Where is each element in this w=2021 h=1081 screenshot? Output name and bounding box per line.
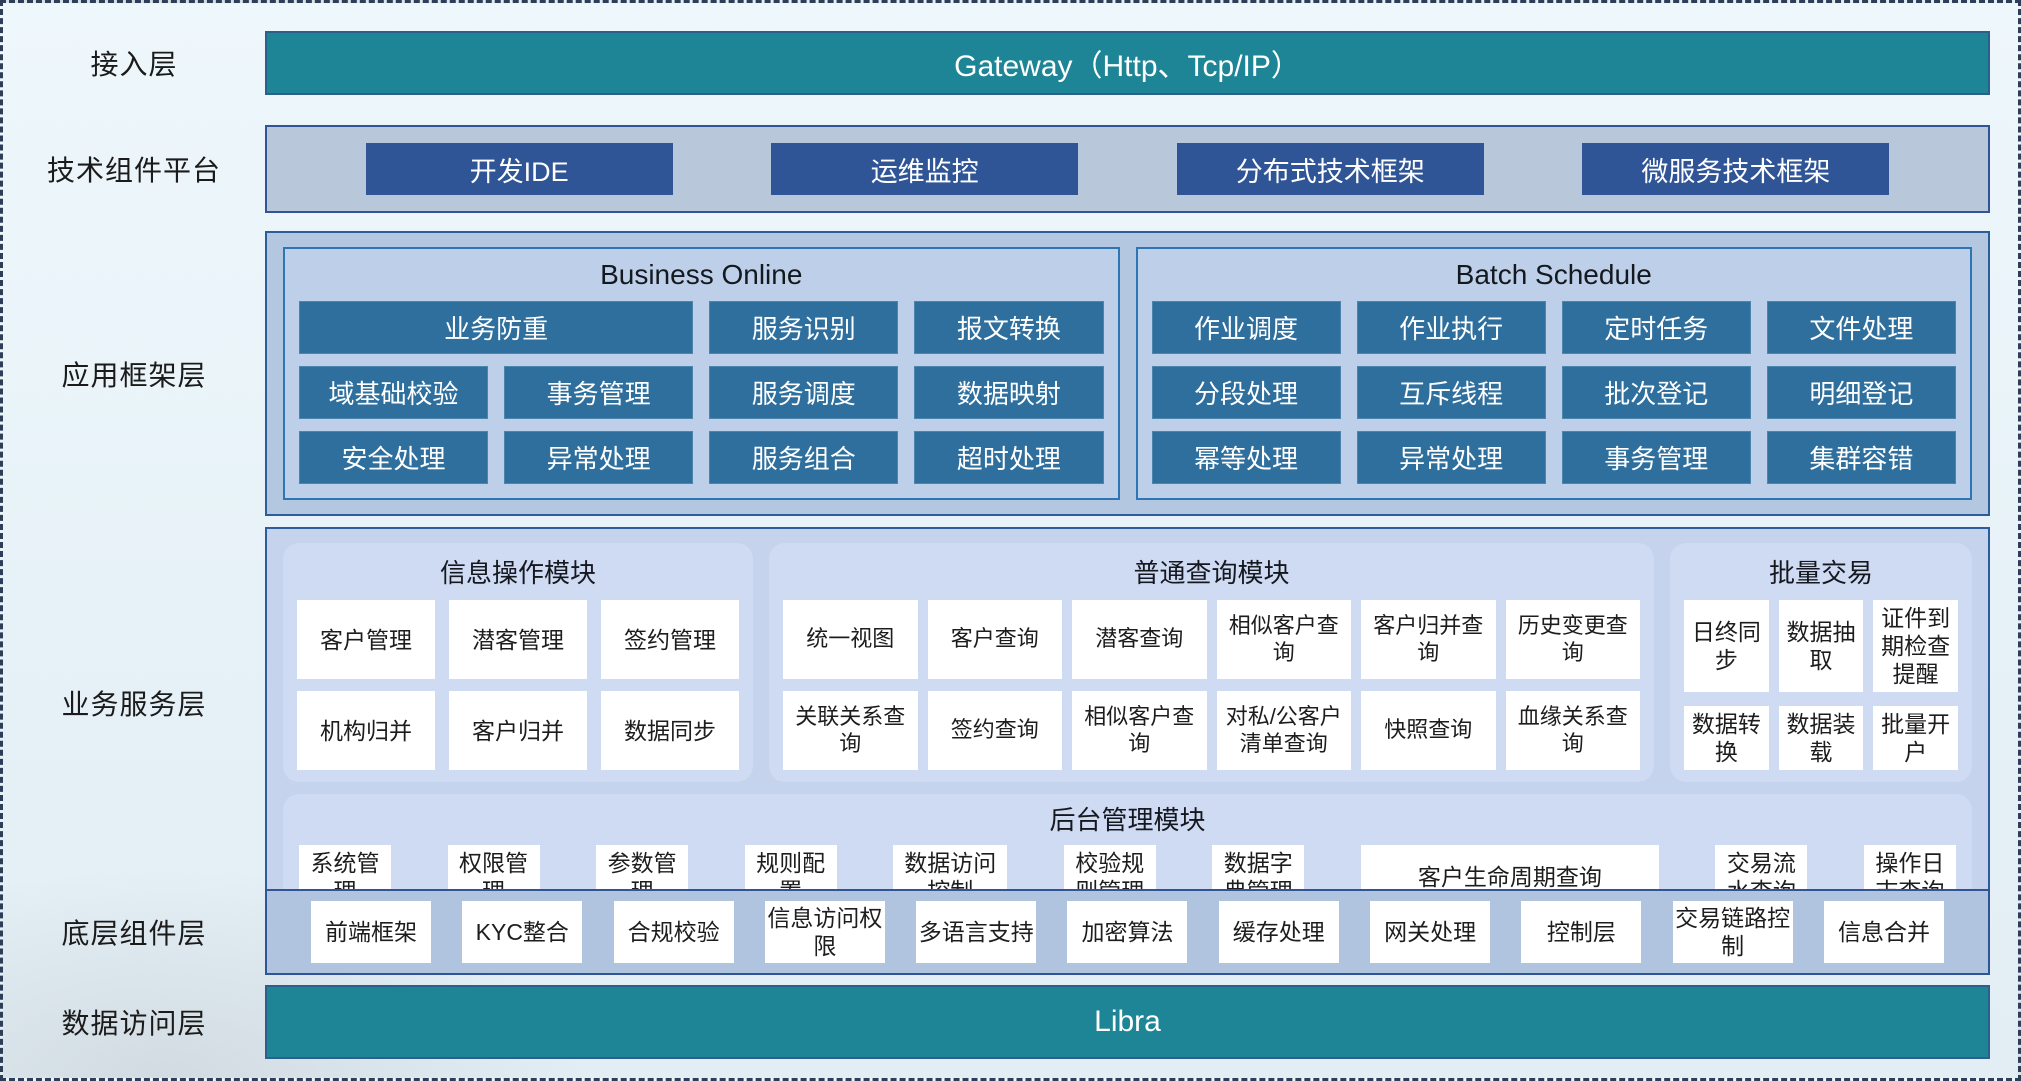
module-card: 相似客户查询 xyxy=(1072,691,1207,771)
module-card: 加密算法 xyxy=(1067,901,1188,963)
backend-admin-title: 后台管理模块 xyxy=(1049,805,1206,836)
business-online-panel: Business Online 业务防重 服务识别 报文转换 域基础校验 事务管… xyxy=(283,247,1120,500)
info-operations-panel: 信息操作模块 客户管理 潜客管理 签约管理 机构归并 客户归并 数据同步 xyxy=(283,543,753,783)
layer-label-tech: 技术组件平台 xyxy=(46,155,221,186)
module-card: 快照查询 xyxy=(1361,691,1496,771)
module-box: 批次登记 xyxy=(1561,366,1751,419)
general-query-title: 普通查询模块 xyxy=(1133,558,1290,588)
batch-transaction-panel: 批量交易 日终同步 数据抽取 证件到期检查提醒 数据转换 数据装载 批量开户 xyxy=(1670,543,1972,783)
module-box: 互斥线程 xyxy=(1356,366,1546,419)
module-box: 明细登记 xyxy=(1766,366,1956,419)
module-card: 客户管理 xyxy=(297,600,435,680)
layer-label-access: 接入层 xyxy=(90,49,178,80)
backend-admin-panel: 后台管理模块 系统管理 权限管理 参数管理 规则配置 数据访问控制 校验规则管理… xyxy=(283,794,1972,910)
tech-item-distributed-framework: 分布式技术框架 xyxy=(1176,143,1484,195)
batch-schedule-title: Batch Schedule xyxy=(1455,259,1652,290)
module-box: 服务调度 xyxy=(709,366,899,419)
module-box: 业务防重 xyxy=(299,301,694,354)
info-operations-title: 信息操作模块 xyxy=(439,558,596,588)
module-card: 潜客查询 xyxy=(1072,600,1207,680)
module-box: 分段处理 xyxy=(1151,366,1341,419)
app-framework-container: Business Online 业务防重 服务识别 报文转换 域基础校验 事务管… xyxy=(265,231,1990,516)
module-box: 定时任务 xyxy=(1561,301,1751,354)
module-card: 证件到期检查提醒 xyxy=(1873,600,1958,693)
module-card: 网关处理 xyxy=(1370,901,1491,963)
module-card: 缓存处理 xyxy=(1218,901,1339,963)
module-box: 报文转换 xyxy=(914,301,1104,354)
module-box: 事务管理 xyxy=(504,366,694,419)
module-card: KYC整合 xyxy=(462,901,583,963)
module-box: 超时处理 xyxy=(914,431,1104,484)
module-card: 数据抽取 xyxy=(1778,600,1864,693)
module-card: 信息合并 xyxy=(1823,901,1944,963)
module-card: 潜客管理 xyxy=(449,600,587,680)
module-card: 机构归并 xyxy=(297,691,435,771)
layer-label-services: 业务服务层 xyxy=(61,689,207,720)
module-card: 合规校验 xyxy=(613,901,734,963)
gateway-title: Gateway（Http、Tcp/IP） xyxy=(954,50,1301,83)
business-online-title: Business Online xyxy=(600,259,803,290)
module-box: 域基础校验 xyxy=(299,366,489,419)
tech-item-dev-ide: 开发IDE xyxy=(365,143,673,195)
layer-label-framework: 应用框架层 xyxy=(61,359,207,391)
general-query-panel: 普通查询模块 统一视图 客户查询 潜客查询 相似客户查询 客户归并查询 历史变更… xyxy=(769,543,1654,783)
module-box: 事务管理 xyxy=(1561,431,1751,484)
module-card: 批量开户 xyxy=(1873,706,1958,771)
module-box: 安全处理 xyxy=(299,431,489,484)
module-card: 多语言支持 xyxy=(916,901,1037,963)
tech-platform-row: 技术组件平台 开发IDE 运维监控 分布式技术框架 微服务技术框架 xyxy=(3,125,1990,213)
tech-item-microservice-framework: 微服务技术框架 xyxy=(1582,143,1890,195)
module-box: 服务组合 xyxy=(709,431,899,484)
base-component-container: 前端框架 KYC整合 合规校验 信息访问权限 多语言支持 加密算法 缓存处理 网… xyxy=(265,889,1990,975)
module-card: 数据同步 xyxy=(601,691,739,771)
layer-label-base: 底层组件层 xyxy=(61,918,207,949)
module-box: 异常处理 xyxy=(1356,431,1546,484)
module-card: 对私/公客户清单查询 xyxy=(1216,691,1351,771)
app-framework-row: 应用框架层 Business Online 业务防重 服务识别 报文转换 域基础… xyxy=(3,231,1990,516)
access-layer-row: 接入层 Gateway（Http、Tcp/IP） xyxy=(3,31,1990,95)
module-box: 幂等处理 xyxy=(1151,431,1341,484)
module-card: 统一视图 xyxy=(783,600,918,680)
base-component-row: 底层组件层 前端框架 KYC整合 合规校验 信息访问权限 多语言支持 加密算法 … xyxy=(3,889,1990,975)
module-card: 血缘关系查询 xyxy=(1505,691,1640,771)
business-service-container: 信息操作模块 客户管理 潜客管理 签约管理 机构归并 客户归并 数据同步 普通查… xyxy=(265,527,1990,923)
module-card: 日终同步 xyxy=(1684,600,1769,693)
module-box: 作业调度 xyxy=(1151,301,1341,354)
module-card: 前端框架 xyxy=(311,901,431,963)
module-card: 信息访问权限 xyxy=(764,901,885,963)
batch-schedule-panel: Batch Schedule 作业调度 作业执行 定时任务 文件处理 分段处理 … xyxy=(1135,247,1972,500)
module-box: 服务识别 xyxy=(709,301,899,354)
module-box: 数据映射 xyxy=(914,366,1104,419)
module-card: 相似客户查询 xyxy=(1216,600,1351,680)
gateway-bar: Gateway（Http、Tcp/IP） xyxy=(265,31,1990,95)
module-card: 数据装载 xyxy=(1778,706,1864,771)
batch-transaction-title: 批量交易 xyxy=(1768,558,1873,588)
module-card: 签约查询 xyxy=(927,691,1062,771)
tech-platform-container: 开发IDE 运维监控 分布式技术框架 微服务技术框架 xyxy=(265,125,1990,213)
module-card: 交易链路控制 xyxy=(1672,901,1793,963)
layer-label-data: 数据访问层 xyxy=(61,1008,207,1039)
module-card: 关联关系查询 xyxy=(783,691,918,771)
module-card: 历史变更查询 xyxy=(1505,600,1640,680)
module-card: 签约管理 xyxy=(601,600,739,680)
data-access-row: 数据访问层 Libra xyxy=(3,985,1990,1059)
module-card: 控制层 xyxy=(1521,901,1642,963)
libra-bar: Libra xyxy=(265,985,1990,1059)
libra-title: Libra xyxy=(1094,1005,1161,1038)
module-box: 文件处理 xyxy=(1766,301,1956,354)
module-card: 客户查询 xyxy=(927,600,1062,680)
business-service-row: 业务服务层 信息操作模块 客户管理 潜客管理 签约管理 机构归并 客户归并 数据… xyxy=(3,527,1990,923)
tech-item-ops-monitoring: 运维监控 xyxy=(771,143,1079,195)
module-card: 客户归并 xyxy=(449,691,587,771)
module-box: 集群容错 xyxy=(1766,431,1956,484)
module-box: 异常处理 xyxy=(504,431,694,484)
module-card: 客户归并查询 xyxy=(1361,600,1496,680)
module-box: 作业执行 xyxy=(1356,301,1546,354)
module-card: 数据转换 xyxy=(1684,706,1769,771)
